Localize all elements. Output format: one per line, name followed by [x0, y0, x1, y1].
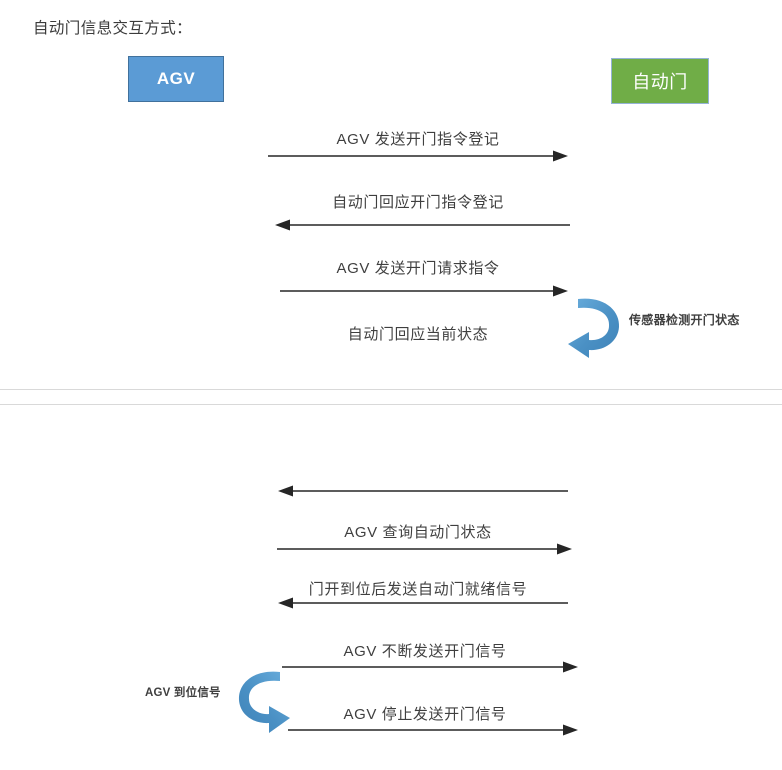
section-divider-bottom [0, 404, 782, 405]
message-label-8: AGV 不断发送开门信号 [343, 643, 507, 660]
rotate-arrow-left-icon [562, 292, 622, 358]
message-arrow-1-right [268, 150, 568, 164]
page-title: 自动门信息交互方式： [33, 20, 193, 37]
message-arrow-9-right [288, 724, 578, 738]
actor-label-agv: AGV [156, 69, 196, 88]
message-arrow-7-left [278, 597, 568, 611]
message-label-9: AGV 停止发送开门信号 [343, 706, 507, 723]
annotation-agv-arrive-note: AGV 到位信号 [145, 687, 221, 699]
message-arrow-5-left [278, 485, 568, 499]
message-label-3: AGV 发送开门请求指令 [336, 260, 500, 277]
message-label-4: 自动门回应当前状态 [347, 326, 489, 343]
message-label-2: 自动门回应开门指令登记 [332, 194, 504, 211]
actor-label-door: 自动门 [632, 72, 688, 92]
actor-box-agv[interactable]: AGV [128, 56, 224, 102]
annotation-sensor-note: 传感器检测开门状态 [629, 313, 740, 327]
message-label-7: 门开到位后发送自动门就绪信号 [308, 581, 528, 598]
actor-box-door[interactable]: 自动门 [611, 58, 709, 104]
message-label-1: AGV 发送开门指令登记 [336, 131, 500, 148]
message-arrow-2-left [275, 219, 570, 233]
rotate-arrow-right-icon [236, 665, 296, 733]
message-arrow-8-right [282, 661, 578, 675]
message-label-6: AGV 查询自动门状态 [344, 524, 492, 541]
section-divider-top [0, 389, 782, 390]
message-arrow-6-right [277, 543, 572, 557]
message-arrow-3-right [280, 285, 568, 299]
